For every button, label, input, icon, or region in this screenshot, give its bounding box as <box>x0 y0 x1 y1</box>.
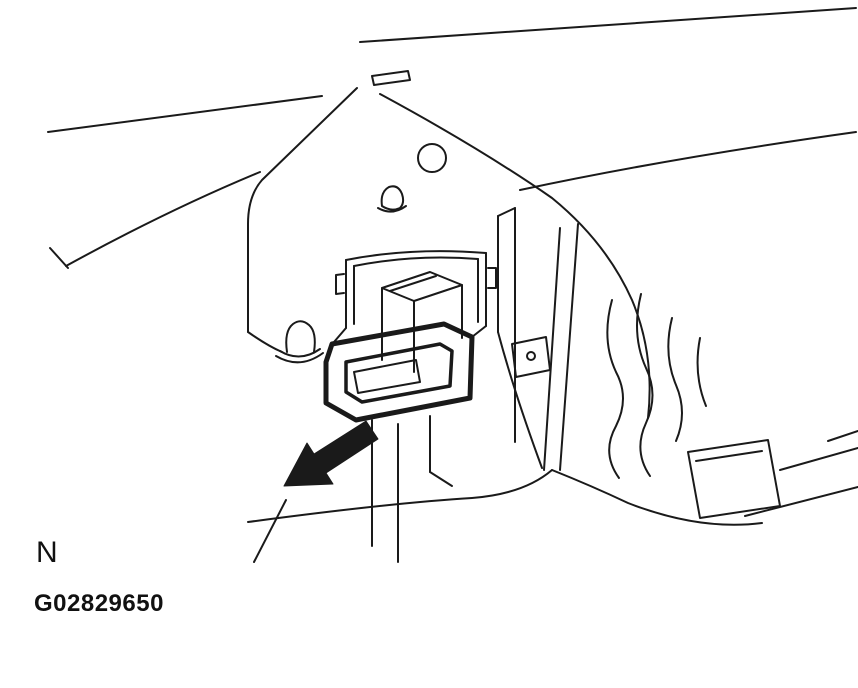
rubber-stopper <box>377 185 407 213</box>
holder-stems <box>371 415 453 563</box>
removal-arrow-icon <box>283 420 379 487</box>
holder-collar <box>323 321 475 423</box>
bolt-hole-circle <box>417 143 447 173</box>
relay-holder-frame <box>333 250 497 343</box>
hood-and-cowl-lines <box>47 7 857 419</box>
figure-note-label: N <box>36 536 58 569</box>
engine-components-right <box>543 223 858 519</box>
bracket-back-plate <box>497 207 551 469</box>
grommet-cap <box>247 320 324 364</box>
lower-body-lines <box>247 469 763 563</box>
figure-id-label: G02829650 <box>34 590 164 617</box>
